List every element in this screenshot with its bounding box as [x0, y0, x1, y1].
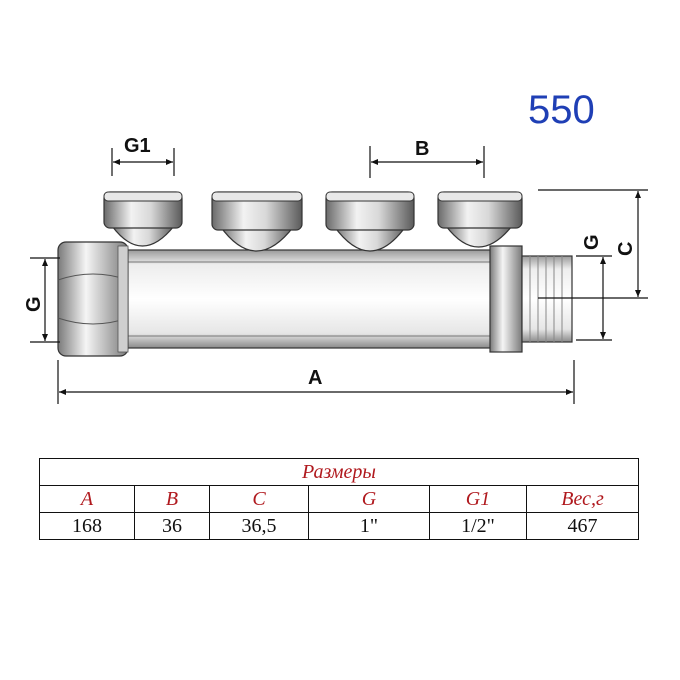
dimension-c: [538, 189, 648, 299]
value-g1: 1/2": [429, 512, 527, 540]
label-g-left: G: [23, 296, 45, 312]
dimension-g-left: [30, 257, 60, 343]
value-g: 1": [308, 512, 430, 540]
label-g-right: G: [581, 234, 603, 250]
left-female-nut: [57, 241, 129, 357]
manifold-body: [117, 249, 497, 349]
label-b: B: [415, 138, 429, 160]
label-a: A: [308, 367, 322, 389]
header-weight: Вес,г: [526, 485, 639, 513]
header-c: C: [209, 485, 309, 513]
dimension-b: [369, 146, 485, 178]
outlet-2: [211, 191, 303, 252]
dimension-g1: [111, 148, 175, 176]
header-g: G: [308, 485, 430, 513]
dimension-a: [57, 360, 575, 404]
label-g1: G1: [124, 135, 151, 157]
outlet-4: [437, 191, 523, 248]
value-weight: 467: [526, 512, 639, 540]
value-c: 36,5: [209, 512, 309, 540]
header-g1: G1: [429, 485, 527, 513]
value-b: 36: [134, 512, 210, 540]
table-caption: Размеры: [39, 458, 639, 486]
manifold-drawing: G1 B G G C A: [23, 135, 648, 404]
value-a: 168: [39, 512, 135, 540]
header-a: A: [39, 485, 135, 513]
right-male-thread: [489, 245, 573, 353]
model-number: 550: [528, 88, 595, 132]
header-b: B: [134, 485, 210, 513]
outlet-1: [103, 191, 183, 247]
outlet-3: [325, 191, 415, 252]
dimensions-table: Размеры A B C G G1 Вес,г 168 36 36,5 1" …: [39, 458, 639, 540]
label-c: C: [615, 242, 637, 256]
